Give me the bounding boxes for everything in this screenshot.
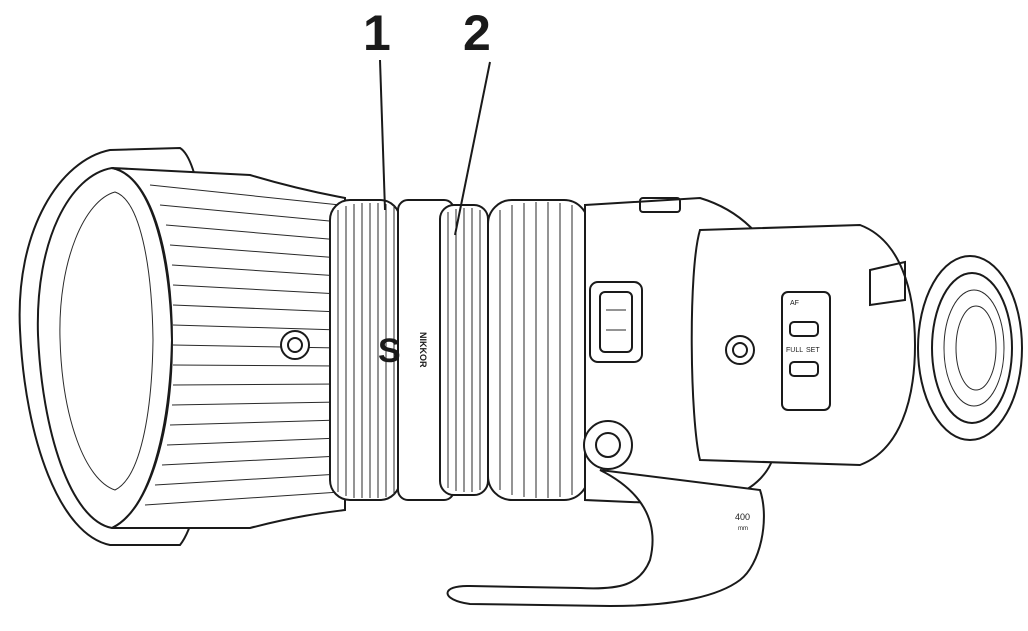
tripod-foot: 400 mm	[446, 420, 765, 608]
rear-body: AF FULL SET	[690, 223, 917, 467]
memory-set-ring	[439, 204, 489, 496]
front-barrel	[111, 167, 346, 529]
callout-1-label: 1	[363, 5, 391, 61]
front-ribbing	[144, 184, 341, 506]
function-button-panel	[589, 281, 643, 363]
callout-2-label: 2	[463, 5, 491, 61]
switch-label-set: SET	[806, 347, 820, 354]
focus-limit-switch	[789, 361, 819, 377]
callout-2-leader	[454, 61, 491, 236]
series-text: S	[378, 332, 401, 370]
brand-text: NIKKOR	[418, 332, 428, 368]
focus-mode-switch	[789, 321, 819, 337]
focal-unit-text: mm	[738, 526, 748, 532]
switch-label-full: FULL	[786, 347, 803, 354]
focus-ring	[487, 199, 589, 501]
function-button-icon	[725, 335, 755, 365]
focal-length-text: 400	[735, 512, 750, 522]
control-ring	[329, 199, 401, 501]
lock-button-icon	[280, 330, 310, 360]
callout-1-leader	[379, 59, 386, 211]
lens-mount	[917, 255, 1023, 441]
tripod-knob-icon	[583, 420, 633, 470]
switch-label-af: AF	[790, 300, 799, 307]
